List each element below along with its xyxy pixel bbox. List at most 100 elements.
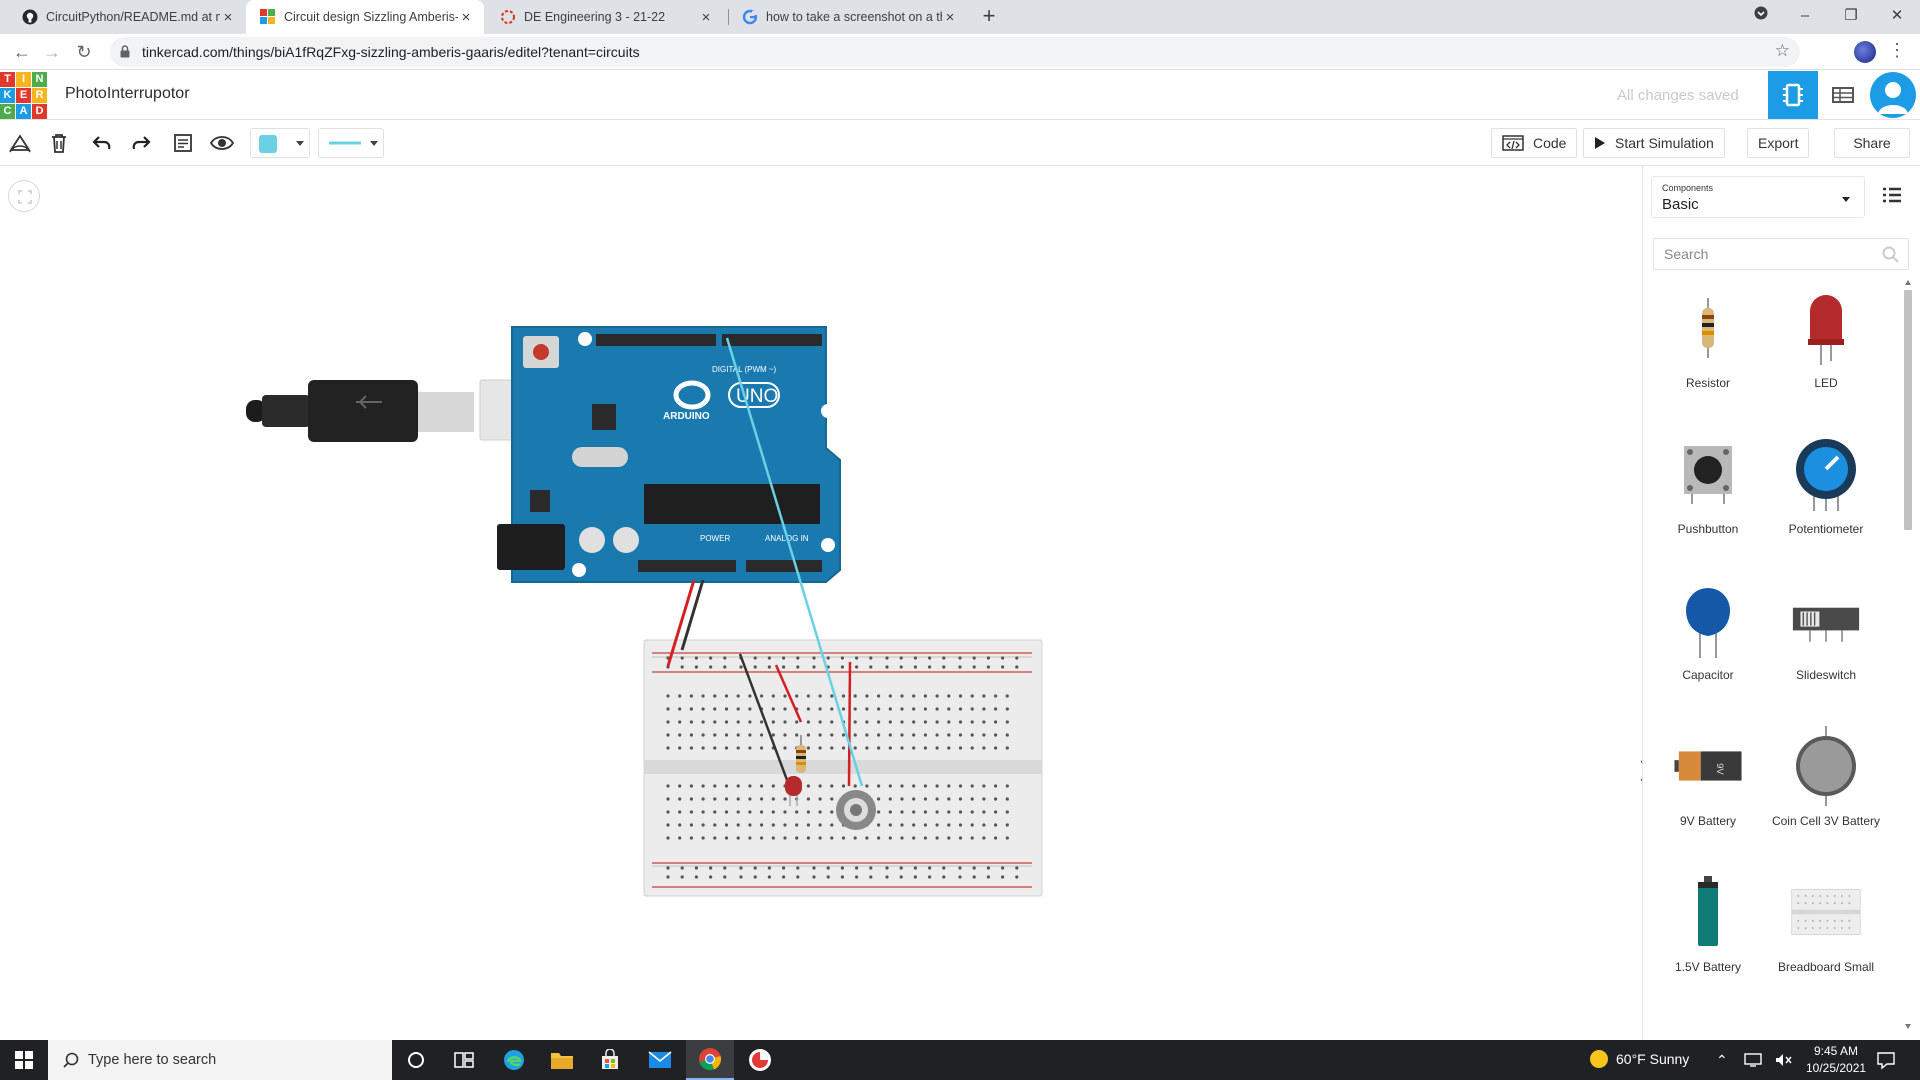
- component-name: Coin Cell 3V Battery: [1771, 814, 1881, 828]
- network-icon[interactable]: [1744, 1052, 1762, 1071]
- component-name: Resistor: [1685, 376, 1730, 390]
- component-breadboard-small[interactable]: Breadboard Small: [1767, 860, 1885, 1000]
- component-potentiometer[interactable]: Potentiometer: [1767, 422, 1885, 562]
- show-hidden-icons-chevron-icon[interactable]: ⌃: [1716, 1052, 1728, 1068]
- restore-icon[interactable]: ❐: [1844, 7, 1858, 24]
- user-avatar[interactable]: [1870, 72, 1916, 118]
- task-view-icon[interactable]: [440, 1040, 488, 1080]
- lock-icon: [120, 45, 130, 58]
- component-list-view-button[interactable]: [1818, 71, 1868, 119]
- minimize-icon[interactable]: –: [1800, 7, 1810, 24]
- chrome-icon[interactable]: [686, 1040, 734, 1080]
- url-text[interactable]: tinkercad.com/things/biA1fRqZFxg-sizzlin…: [142, 44, 640, 60]
- circuit-workplane[interactable]: ARDUINO UNO DIGITAL (PWM ~) POWER ANALOG…: [0, 166, 1653, 1040]
- design-title[interactable]: PhotoInterrupotor: [65, 85, 190, 102]
- close-tab-icon[interactable]: ×: [945, 8, 955, 26]
- component-1-5v-battery[interactable]: 1.5V Battery: [1649, 860, 1767, 1000]
- red-power-wire[interactable]: [666, 579, 696, 667]
- microsoft-store-icon[interactable]: [586, 1040, 634, 1080]
- export-button[interactable]: Export: [1747, 128, 1810, 158]
- browser-tab-github[interactable]: CircuitPython/README.md at ma ×: [8, 0, 246, 34]
- arduino-uno-board[interactable]: ARDUINO UNO DIGITAL (PWM ~) POWER ANALOG…: [497, 326, 841, 583]
- components-category-select[interactable]: Components Basic: [1651, 176, 1865, 218]
- undo-icon[interactable]: [89, 130, 115, 156]
- red-resistor-wire[interactable]: [774, 664, 803, 723]
- photoresistor-part[interactable]: [836, 790, 876, 830]
- weather-text: 60°F Sunny: [1616, 1051, 1690, 1067]
- component-9v-battery[interactable]: 9V 9V Battery: [1649, 714, 1767, 854]
- signal-wire[interactable]: [725, 337, 864, 787]
- file-explorer-icon[interactable]: [538, 1040, 586, 1080]
- redo-icon[interactable]: [128, 130, 154, 156]
- circuit-view-button[interactable]: [1768, 71, 1818, 119]
- search-input[interactable]: [1654, 239, 1874, 269]
- browser-tab-tinkercad[interactable]: Circuit design Sizzling Amberis-G ×: [246, 0, 484, 34]
- reload-icon[interactable]: ↻: [76, 42, 92, 62]
- scroll-up-arrow-icon[interactable]: [1905, 280, 1911, 285]
- component-coin-cell-battery[interactable]: Coin Cell 3V Battery: [1767, 714, 1885, 854]
- panel-scrollbar[interactable]: [1904, 290, 1912, 530]
- notification-center-icon[interactable]: [1876, 1050, 1896, 1070]
- taskbar-search[interactable]: Type here to search: [48, 1040, 392, 1080]
- component-name: LED: [1814, 376, 1838, 390]
- back-icon[interactable]: ←: [13, 42, 31, 62]
- black-ground-wire[interactable]: [680, 579, 705, 651]
- list-view-button[interactable]: [1881, 184, 1903, 206]
- rotate-icon[interactable]: [7, 130, 33, 156]
- browser-tab-google[interactable]: how to take a screenshot on a th ×: [728, 0, 968, 34]
- close-tab-icon[interactable]: ×: [701, 8, 711, 26]
- red-sensor-wire[interactable]: [847, 661, 852, 787]
- browser-tab-de-engineering[interactable]: DE Engineering 3 - 21-22 ×: [486, 0, 724, 34]
- components-panel: Components Basic Resistor LED Pushbutton…: [1642, 166, 1920, 1040]
- black-led-wire[interactable]: [738, 653, 789, 781]
- edge-browser-icon[interactable]: [490, 1040, 538, 1080]
- start-simulation-button[interactable]: Start Simulation: [1583, 128, 1725, 158]
- close-tab-icon[interactable]: ×: [223, 8, 233, 26]
- kebab-menu-icon[interactable]: ⋮: [1888, 40, 1906, 60]
- new-tab-button[interactable]: +: [982, 3, 996, 28]
- component-pushbutton[interactable]: Pushbutton: [1649, 422, 1767, 562]
- led-part[interactable]: [785, 776, 802, 806]
- scroll-down-arrow-icon[interactable]: [1905, 1024, 1911, 1029]
- breadboard[interactable]: [643, 639, 1043, 897]
- wire-color-picker[interactable]: [250, 128, 310, 158]
- delete-trash-icon[interactable]: [46, 130, 72, 156]
- notes-icon[interactable]: [170, 130, 196, 156]
- component-slideswitch[interactable]: Slideswitch: [1767, 568, 1885, 708]
- browser-profile-avatar[interactable]: [1854, 41, 1876, 63]
- breadboard-holes: [666, 656, 1019, 879]
- code-button[interactable]: Code: [1491, 128, 1578, 158]
- cortana-icon[interactable]: [392, 1040, 440, 1080]
- tab-search-icon[interactable]: [1738, 0, 1784, 34]
- close-tab-icon[interactable]: ×: [461, 8, 471, 26]
- resistor-part[interactable]: [796, 735, 806, 773]
- component-capacitor[interactable]: Capacitor: [1649, 568, 1767, 708]
- wire-type-picker[interactable]: [318, 128, 384, 158]
- code-button-label: Code: [1533, 135, 1567, 151]
- component-grid: Resistor LED Pushbutton Potentiometer Ca…: [1643, 276, 1905, 1036]
- chevron-down-icon: [370, 141, 378, 146]
- forward-icon[interactable]: →: [43, 42, 61, 62]
- logo-letter: I: [16, 72, 31, 87]
- battery-label-text: 9V: [1714, 763, 1725, 775]
- windows-start-button[interactable]: [0, 1040, 48, 1080]
- component-name: 1.5V Battery: [1674, 960, 1742, 974]
- tinkercad-logo[interactable]: T I N K E R C A D: [0, 72, 47, 119]
- visibility-eye-icon[interactable]: [209, 130, 235, 156]
- close-window-icon[interactable]: ✕: [1890, 7, 1904, 24]
- chevron-down-icon: [1842, 197, 1850, 202]
- system-clock[interactable]: 9:45 AM 10/25/2021: [1806, 1043, 1866, 1077]
- component-search[interactable]: [1653, 238, 1909, 270]
- share-button[interactable]: Share: [1834, 128, 1910, 158]
- component-led[interactable]: LED: [1767, 276, 1885, 416]
- omnibox[interactable]: tinkercad.com/things/biA1fRqZFxg-sizzlin…: [110, 37, 1800, 67]
- weather-widget[interactable]: 60°F Sunny: [1590, 1050, 1689, 1068]
- bookmark-star-icon[interactable]: ☆: [1774, 41, 1790, 60]
- search-icon: [1882, 246, 1899, 263]
- pinned-app-icon[interactable]: [736, 1040, 784, 1080]
- component-resistor[interactable]: Resistor: [1649, 276, 1767, 416]
- zoom-to-fit-button[interactable]: [8, 180, 40, 212]
- volume-muted-icon[interactable]: [1774, 1052, 1792, 1071]
- resistor-icon: [1702, 298, 1714, 358]
- mail-icon[interactable]: [636, 1040, 684, 1080]
